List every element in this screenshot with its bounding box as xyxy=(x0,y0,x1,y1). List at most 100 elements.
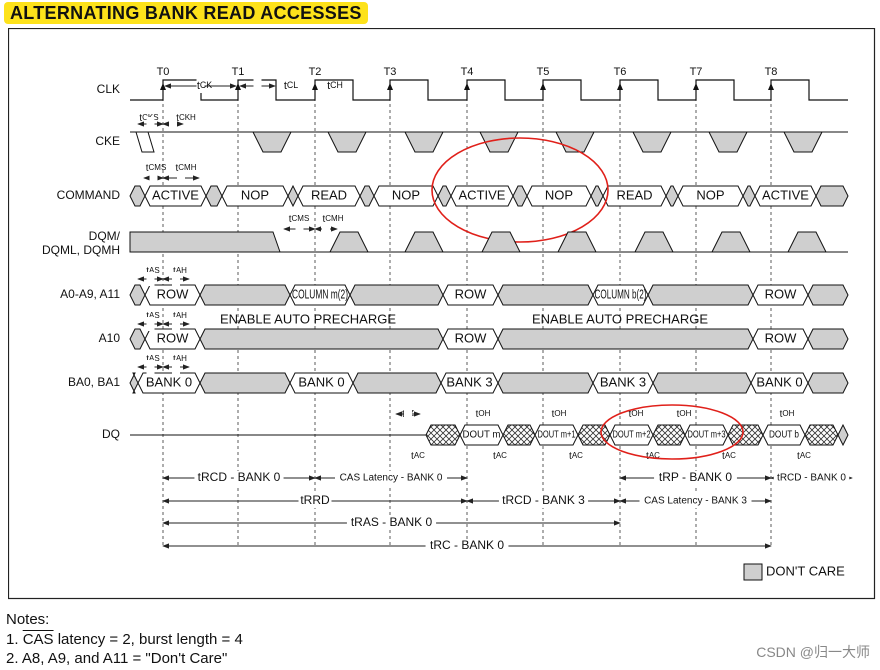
tckh-label: tCKH xyxy=(176,113,196,124)
dq-bus-seg-2 xyxy=(502,424,536,446)
addr-bus-value-7: COLUMN b(2) xyxy=(595,286,647,301)
clock-label-T1: T1 xyxy=(232,66,245,78)
span-cas-latency-bank3-label: CAS Latency - BANK 3 xyxy=(644,496,747,507)
span-trc-bank0-label-bg xyxy=(425,539,509,553)
dqm-dontcare-6 xyxy=(711,231,751,253)
ba-bus-value-7: BANK 3 xyxy=(600,374,646,389)
clock-label-T8: T8 xyxy=(765,66,778,78)
tas-label-1: tAS xyxy=(146,266,159,277)
tah-label-3: tAH xyxy=(173,354,187,365)
tac-label-5: tAC xyxy=(797,451,811,462)
addr-bus-seg-2 xyxy=(199,284,291,306)
ba-bus-seg-4 xyxy=(352,372,442,394)
signal-label-cke: CKE xyxy=(95,134,120,148)
dqm-dontcare-2 xyxy=(404,231,444,253)
clock-label-T7: T7 xyxy=(690,66,703,78)
tah-arrow-3-label-bg xyxy=(172,360,180,374)
tah-arrow-1-label-bg xyxy=(172,272,180,286)
ba-bus-value-3: BANK 0 xyxy=(298,374,344,389)
a10-bus-value-5: ROW xyxy=(765,330,798,345)
tas-label-2: tAS xyxy=(146,311,159,322)
tac-label-4: tAC xyxy=(722,451,736,462)
signal-label-dqm: DQM/ xyxy=(89,229,121,243)
a10-bus-seg-4 xyxy=(497,328,754,350)
a10-bus-seg-6 xyxy=(807,328,849,350)
a10-bus-value-3: ROW xyxy=(455,330,488,345)
span-trcd-bank3-label: tRCD - BANK 3 xyxy=(502,493,585,507)
span-tras-bank0-label: tRAS - BANK 0 xyxy=(351,515,433,529)
addr-bus-value-3: COLUMN m(2) xyxy=(292,286,348,301)
dqm-dontcare-0 xyxy=(129,231,281,253)
notes: Notes: 1. CAS latency = 2, burst length … xyxy=(6,610,243,669)
tcmh2-label: tCMH xyxy=(323,214,344,225)
span-trp-bank0-label: tRP - BANK 0 xyxy=(659,470,732,484)
clk-edge-7 xyxy=(693,83,699,90)
addr-bus-value-1: ROW xyxy=(157,286,190,301)
tcmh-arrow-label-bg xyxy=(177,171,185,185)
note-1: 1. CAS latency = 2, burst length = 4 xyxy=(6,630,243,650)
tcks-arrow-label-bg xyxy=(146,117,155,131)
cke-dontcare-4 xyxy=(479,131,519,153)
highlight-ellipse-command xyxy=(431,137,609,243)
span-trcd-bank0-b-label: tRCD - BANK 0 xyxy=(777,473,846,484)
dq-bus-seg-11 xyxy=(837,423,849,447)
highlight-ellipse-dq xyxy=(600,404,744,460)
addr-bus-seg-8 xyxy=(647,284,754,306)
span-trc-bank0-label: tRC - BANK 0 xyxy=(430,538,504,552)
command-bus-value-11: NOP xyxy=(545,187,573,202)
note-2: 2. A8, A9, and A11 = "Don't Care" xyxy=(6,650,228,667)
command-bus-value-1: ACTIVE xyxy=(152,187,199,202)
clock-label-T5: T5 xyxy=(537,66,550,78)
span-cas-latency-bank0-label-bg xyxy=(335,471,447,485)
dq-bus-value-1: DOUT m xyxy=(463,430,501,441)
tas-arrow-2-label-bg xyxy=(146,317,155,331)
signal-label-ba: BA0, BA1 xyxy=(68,375,120,389)
ba-bus-value-5: BANK 3 xyxy=(446,374,492,389)
signal-label-clk: CLK xyxy=(97,82,120,96)
notes-title: Notes: xyxy=(6,611,50,628)
tck-label: tCK xyxy=(197,80,212,92)
command-bus-value-7: NOP xyxy=(392,187,420,202)
toh-label-3: tOH xyxy=(677,409,692,420)
legend-swatch xyxy=(743,563,763,581)
command-bus-seg-18 xyxy=(815,185,849,207)
toh-label-4: tOH xyxy=(780,409,795,420)
dq-bus-value-5: DOUT m+2 xyxy=(613,430,651,441)
ba-bus-seg-6 xyxy=(497,372,594,394)
command-bus-value-13: READ xyxy=(616,187,652,202)
addr-bus-value-9: ROW xyxy=(765,286,798,301)
a10-note-2: ENABLE AUTO PRECHARGE xyxy=(532,311,708,326)
dqm-dontcare-7 xyxy=(787,231,827,253)
clk-edge-3 xyxy=(387,83,393,90)
command-bus-value-5: READ xyxy=(311,187,347,202)
span-trrd-label: tRRD xyxy=(300,493,330,507)
tas-arrow-1-label-bg xyxy=(146,272,155,286)
toh-label-2: tOH xyxy=(629,409,644,420)
tck-label-bg xyxy=(196,79,205,93)
tcms-arrow-label-bg xyxy=(149,171,158,185)
signal-label-a10: A10 xyxy=(99,331,121,345)
toh-label-0: tOH xyxy=(476,409,491,420)
tac-label-1: tAC xyxy=(493,451,507,462)
tcms2-arrow-label-bg xyxy=(295,222,304,236)
signal-label-command: COMMAND xyxy=(57,188,121,202)
cke-dontcare-3 xyxy=(404,131,444,153)
dqm-dontcare-5 xyxy=(634,231,674,253)
cas-overline: CAS xyxy=(22,630,54,648)
tas-label-3: tAS xyxy=(146,354,159,365)
signal-label-dqml: DQML, DQMH xyxy=(42,243,120,257)
span-trcd-bank3-label-bg xyxy=(498,494,589,508)
tcl-label: tCL xyxy=(284,80,298,92)
clk-edge-4 xyxy=(464,83,470,90)
span-trcd-bank0-b-label-bg xyxy=(773,471,850,485)
note-1-text: latency = 2, burst length = 4 xyxy=(53,630,243,648)
a10-bus-seg-2 xyxy=(199,328,444,350)
ba-bus-value-9: BANK 0 xyxy=(756,374,802,389)
clock-label-T0: T0 xyxy=(157,66,170,78)
command-bus-value-17: ACTIVE xyxy=(762,187,809,202)
toh-label-1: tOH xyxy=(552,409,567,420)
tas-arrow-3-label-bg xyxy=(146,360,155,374)
a10-bus-value-1: ROW xyxy=(157,330,190,345)
dq-bus-seg-10 xyxy=(804,424,839,446)
